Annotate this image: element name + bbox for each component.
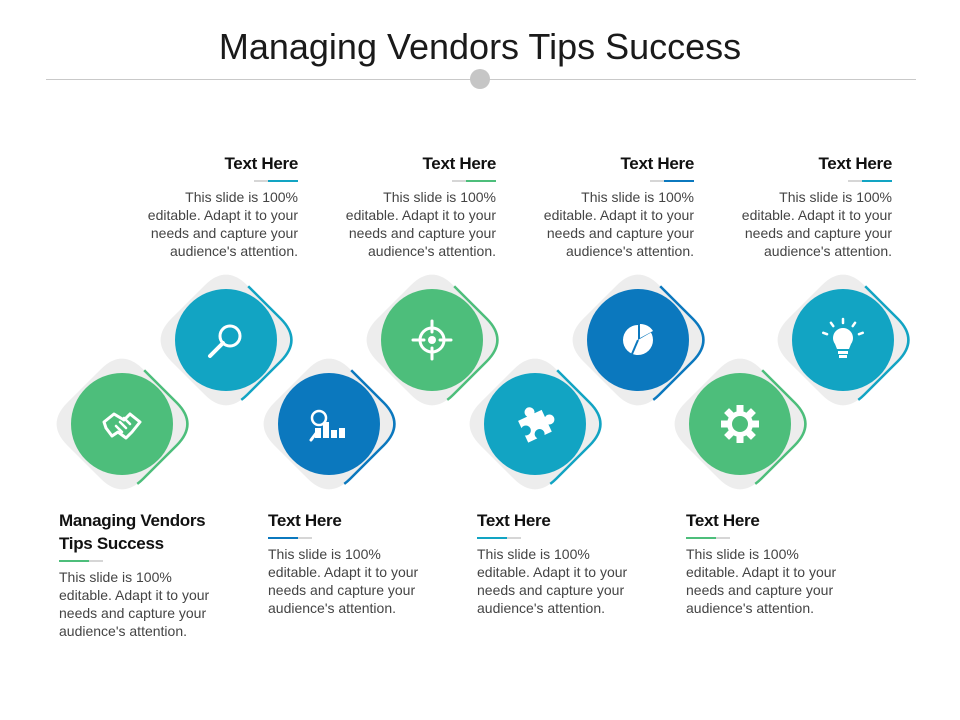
step-heading: Text Here: [422, 154, 496, 173]
heading-underline: [268, 537, 428, 539]
step-node-graphic: [159, 273, 293, 407]
step-node: [538, 240, 738, 440]
diamond-accent: [571, 273, 705, 407]
diamond-accent: [776, 273, 910, 407]
step-heading: Text Here: [818, 154, 892, 173]
step-node-graphic: [262, 357, 396, 491]
step-heading: Text Here: [620, 154, 694, 173]
diamond-accent: [673, 357, 807, 491]
step-node: [22, 324, 222, 524]
step-node: [229, 324, 429, 524]
step-heading: Text Here: [224, 154, 298, 173]
step-node: [332, 240, 532, 440]
step-heading: Text Here: [268, 511, 342, 530]
step-node-graphic: [673, 357, 807, 491]
step-heading: Text Here: [477, 511, 551, 530]
step-body: This slide is 100% editable. Adapt it to…: [59, 569, 210, 639]
heading-underline: [59, 560, 219, 562]
heading-underline: [477, 537, 637, 539]
heading-underline: [336, 180, 496, 182]
heading-underline: [138, 180, 298, 182]
heading-underline: [732, 180, 892, 182]
heading-underline: [686, 537, 846, 539]
heading-underline: [534, 180, 694, 182]
target-icon: [411, 319, 453, 361]
gear-icon: [721, 405, 759, 443]
step-body: This slide is 100% editable. Adapt it to…: [345, 189, 496, 259]
step-circle: [175, 289, 277, 391]
diamond-accent: [365, 273, 499, 407]
step-heading: Text Here: [686, 511, 760, 530]
diamond-accent: [262, 357, 396, 491]
step-body: This slide is 100% editable. Adapt it to…: [268, 546, 419, 616]
chart-icon: [309, 409, 345, 442]
search-icon: [208, 324, 242, 358]
lightbulb-icon: [822, 317, 864, 358]
step-body: This slide is 100% editable. Adapt it to…: [741, 189, 892, 259]
step-node: [435, 324, 635, 524]
handshake-icon: [102, 412, 142, 440]
step-node-graphic: [55, 357, 189, 491]
diamond-accent: [468, 357, 602, 491]
title-divider-dot: [470, 69, 490, 89]
step-node-graphic: [365, 273, 499, 407]
puzzle-icon: [518, 407, 555, 443]
diamond-accent: [55, 357, 189, 491]
diamond-accent: [159, 273, 293, 407]
step-body: This slide is 100% editable. Adapt it to…: [686, 546, 837, 616]
step-body: This slide is 100% editable. Adapt it to…: [477, 546, 628, 616]
slide-title: Managing Vendors Tips Success: [218, 26, 742, 67]
step-node: [640, 324, 840, 524]
step-node: [126, 240, 326, 440]
step-body: This slide is 100% editable. Adapt it to…: [147, 189, 298, 259]
step-heading: Managing Vendors Tips Success: [59, 511, 206, 553]
step-node-graphic: [776, 273, 910, 407]
step-node: [743, 240, 943, 440]
pie-chart-icon: [623, 323, 653, 355]
step-node-graphic: [468, 357, 602, 491]
step-node-graphic: [571, 273, 705, 407]
step-body: This slide is 100% editable. Adapt it to…: [543, 189, 694, 259]
